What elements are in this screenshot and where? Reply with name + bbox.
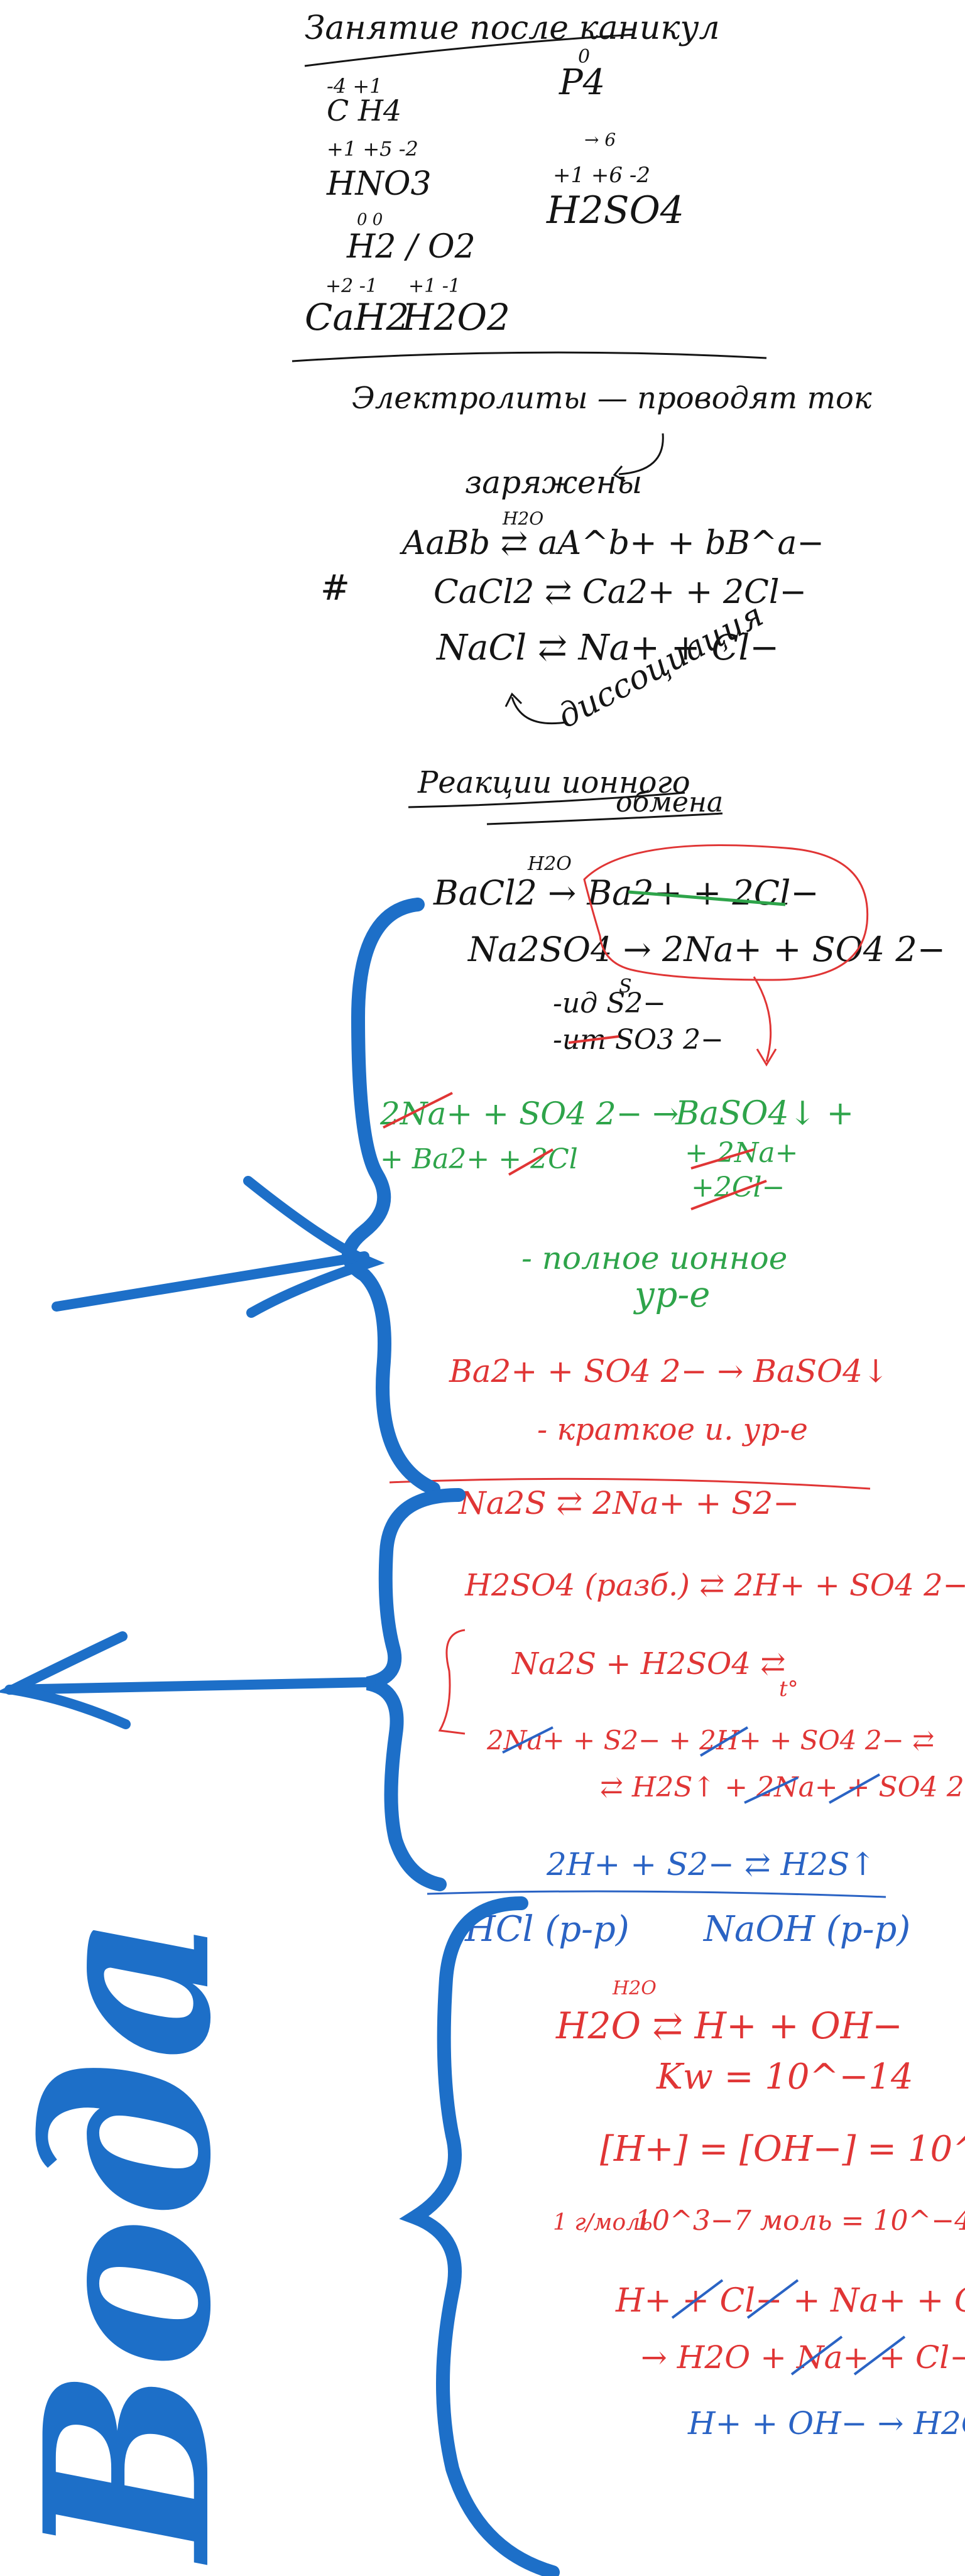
ionic-heading-line1: Реакции ионного xyxy=(417,765,690,800)
mole-note: 1 г/моль xyxy=(553,2210,653,2236)
neutral-na-strike-2 xyxy=(790,2335,843,2376)
title-underline xyxy=(304,33,635,67)
left-arrow-middle xyxy=(4,1677,376,1695)
h2so4-mark: → 6 xyxy=(584,129,616,150)
sulfur-note: S xyxy=(619,976,632,997)
ionic-heading-underline-2 xyxy=(486,812,723,825)
cacl2-dissociation: CaCl2 ⇄ Ca2+ + 2Cl− xyxy=(433,573,807,611)
dissociation-arrow xyxy=(511,697,566,725)
ionic-heading-line2: обмена xyxy=(616,786,723,818)
sulfide-temp: t° xyxy=(779,1677,799,1702)
ion-concentration: [H+] = [OH−] = 10^−7 M xyxy=(600,2129,965,2170)
short-ionic-equation: Ba2+ + SO4 2− → BaSO4↓ xyxy=(449,1353,889,1389)
neutral-cl-strike-2 xyxy=(853,2335,906,2376)
ch4-oxidation: -4 +1 xyxy=(327,74,383,98)
ionic-product: Kw = 10^−14 xyxy=(656,2057,913,2097)
left-arrow-upper xyxy=(52,1251,369,1312)
ch4-formula: C H4 xyxy=(327,94,401,128)
electrolyte-definition: Электролиты — проводят ток xyxy=(352,381,872,416)
brace-upper xyxy=(342,898,440,1496)
section-divider-2 xyxy=(389,1477,871,1490)
neutral-na-strike xyxy=(746,2279,799,2319)
suffix-id-line: -ид S2− xyxy=(553,987,666,1019)
p4-formula: P4 xyxy=(559,62,605,103)
bacl2-dissociation: BaCl2 → Ba2+ + 2Cl− xyxy=(433,873,819,913)
bacl2-over-arrow: H2O xyxy=(527,853,572,875)
green-strike xyxy=(628,890,786,906)
sulfide-so4-strike-2 xyxy=(829,1773,880,1804)
neutral-full-ionic2: → H2O + Na+ + Cl− xyxy=(641,2339,965,2376)
full-ionic-right1: BaSO4↓ + xyxy=(675,1095,854,1133)
cl-strike-left xyxy=(508,1148,553,1176)
general-dissociation: AaBb ⇄ aA^b+ + bB^a− xyxy=(400,524,824,562)
charged-arrow xyxy=(618,433,664,476)
loop-down-arrow xyxy=(753,976,772,1062)
hcl-solution: HCl (р-р) xyxy=(464,1909,630,1950)
na2so4-dissociation: Na2SO4 → 2Na+ + SO4 2− xyxy=(467,930,946,969)
full-ionic-label2: ур-е xyxy=(633,1274,710,1315)
sulfide-so4-strike xyxy=(699,1726,749,1757)
neutral-short-ionic: H+ + OH− → H2O xyxy=(687,2405,965,2442)
loop-down-arrowhead xyxy=(756,1048,777,1067)
water-label: Вода xyxy=(0,1914,261,2567)
water-diss-over: H2O xyxy=(612,1977,657,1999)
hno3-oxidation: +1 +5 -2 xyxy=(327,137,418,161)
brace-middle xyxy=(366,1488,466,1891)
dissociation-arrowhead xyxy=(504,692,523,707)
section-divider-1 xyxy=(292,351,767,362)
sulfide-reaction: Na2S + H2SO4 ⇄ xyxy=(511,1646,785,1682)
sulfide-na-strike xyxy=(502,1726,553,1754)
nacl-dissociation: NaCl ⇄ Na+ + Cl− xyxy=(435,628,779,668)
cah2-formula: CaH2 xyxy=(305,296,409,339)
h2so4-dilute: H2SO4 (разб.) ⇄ 2H+ + SO4 2− xyxy=(464,1568,965,1603)
sulfide-ionic-full2: ⇄ H2S↑ + 2Na+ + SO4 2− xyxy=(600,1771,965,1803)
h2-o2-formula: H2 / O2 xyxy=(346,228,476,266)
ions-loop xyxy=(583,844,869,981)
p4-oxidation: 0 xyxy=(578,46,590,68)
h2-o2-oxidation: 0 0 xyxy=(357,210,383,229)
short-ionic-label: - краткое и. ур-е xyxy=(537,1412,808,1447)
na2s-dissociation: Na2S ⇄ 2Na+ + S2− xyxy=(458,1485,799,1521)
full-ionic-left1: 2Na+ + SO4 2− → xyxy=(379,1095,679,1132)
neutral-full-ionic1: H+ + Cl− + Na+ + OH− → xyxy=(615,2282,965,2320)
h2o2-formula: H2O2 xyxy=(401,296,510,339)
suffix-it-cross xyxy=(568,1035,619,1044)
general-over-arrow: H2O xyxy=(502,508,543,529)
sulfide-short-ionic: 2H+ + S2− ⇄ H2S↑ xyxy=(546,1846,876,1883)
cah2-oxidation: +2 -1 xyxy=(325,275,378,297)
brace-lower xyxy=(399,1896,560,2576)
na-strike-right xyxy=(690,1148,755,1170)
h2so4-oxidation: +1 +6 -2 xyxy=(553,163,650,188)
charged-arrowhead xyxy=(613,465,626,482)
cl-strike-right xyxy=(690,1180,767,1210)
full-ionic-left2: + Ba2+ + 2Cl xyxy=(380,1143,578,1175)
hno3-formula: HNO3 xyxy=(326,165,432,203)
left-arrow-middle-head xyxy=(0,1631,131,1729)
full-ionic-right3: +2Cl− xyxy=(691,1171,785,1204)
section-divider-3 xyxy=(427,1890,886,1898)
page-title: Занятие после каникул xyxy=(305,9,720,47)
naoh-solution: NaOH (р-р) xyxy=(702,1909,910,1950)
neutral-cl-strike xyxy=(671,2279,724,2319)
h2so4-formula: H2SO4 xyxy=(546,188,684,232)
sulfide-na-strike-2 xyxy=(744,1776,799,1804)
suffix-it-line: -ит SO3 2− xyxy=(553,1024,724,1056)
full-ionic-label1: - полное ионное xyxy=(521,1240,787,1276)
h2o2-oxidation: +1 -1 xyxy=(408,275,461,297)
left-arrow-upper-head xyxy=(243,1176,385,1318)
reaction-bracket xyxy=(438,1629,466,1735)
na-strike-left xyxy=(383,1092,453,1129)
hash-mark: # xyxy=(320,568,350,609)
mole-calc: 10^3−7 моль = 10^−4 г = xyxy=(635,2205,965,2237)
charged-label: заряжены xyxy=(465,464,642,501)
ionic-heading-underline xyxy=(408,791,685,808)
water-dissociation: H2O ⇄ H+ + OH− xyxy=(555,2004,903,2047)
